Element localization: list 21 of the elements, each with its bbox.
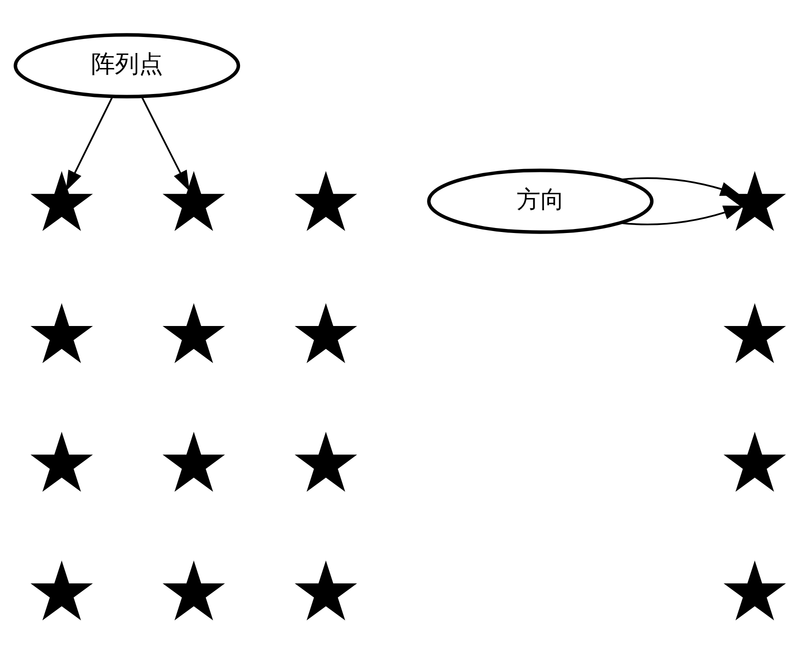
arrow [66,96,114,191]
node-star [724,431,786,492]
arrow [140,96,190,191]
node-star [162,431,225,492]
node-star [30,170,93,230]
node-star [30,302,93,363]
node-star [724,560,786,620]
arrow [620,176,741,196]
node-star [294,560,358,620]
node-star [30,560,93,620]
node-ellipse: 方向 [427,168,654,234]
node-star [294,170,358,230]
node-star [162,560,225,620]
arrow [620,205,744,225]
node-star [294,302,358,363]
node-star [30,431,93,492]
node-star [162,302,225,363]
node-ellipse: 阵列点 [14,32,240,98]
node-star [724,302,786,363]
node-star [294,431,358,492]
node-star [162,170,225,230]
